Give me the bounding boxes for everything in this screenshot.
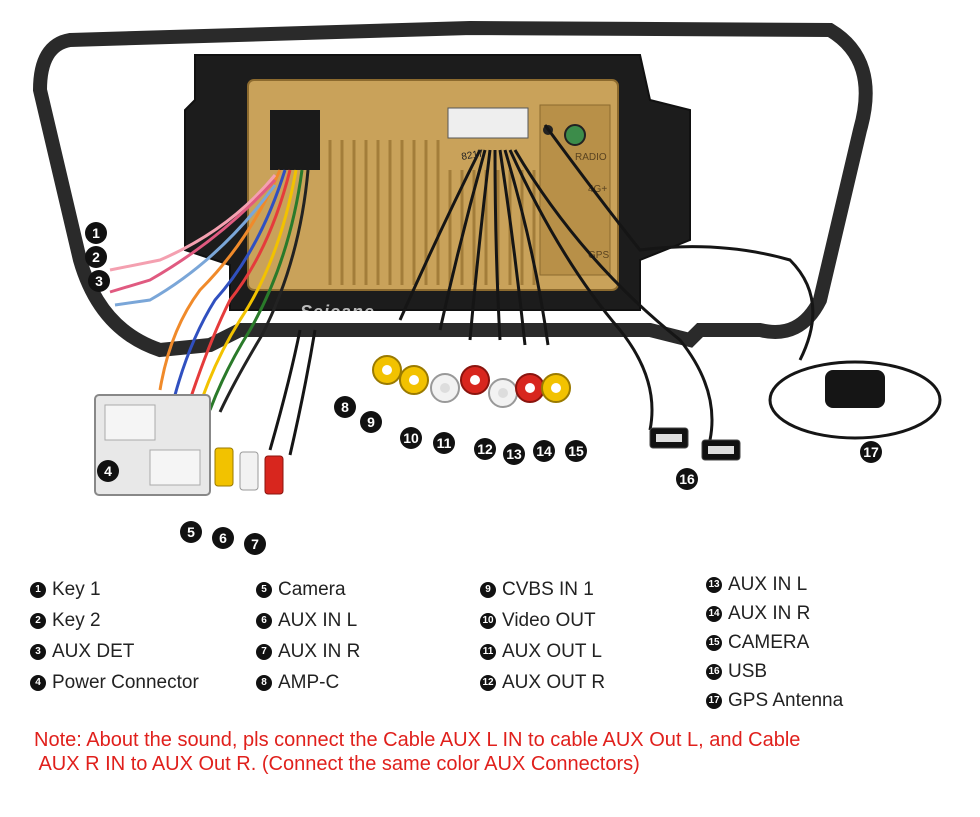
marker-4: 4 bbox=[97, 460, 119, 482]
legend-number: 6 bbox=[256, 612, 272, 629]
marker-14: 14 bbox=[533, 440, 555, 462]
legend-label: Key 1 bbox=[52, 578, 101, 600]
legend-column-3: 9 CVBS IN 1 10 Video OUT 11 AUX OUT L 12 AUX… bbox=[480, 574, 605, 698]
marker-9: 9 bbox=[360, 411, 382, 433]
legend-number: 12 bbox=[480, 674, 496, 691]
marker-8: 8 bbox=[334, 396, 356, 418]
legend-label: Key 2 bbox=[52, 609, 101, 631]
note-line-2: AUX R IN to AUX Out R. (Connect the same… bbox=[34, 753, 640, 775]
legend-label: CVBS IN 1 bbox=[502, 578, 594, 600]
note-line-1: Note: About the sound, pls connect the C… bbox=[34, 729, 801, 751]
legend-label: AUX IN L bbox=[278, 609, 358, 631]
rca-plugs-left bbox=[214, 447, 284, 495]
legend-number: 5 bbox=[256, 581, 272, 598]
legend-label: Video OUT bbox=[502, 609, 596, 631]
legend-item: 4 Power Connector bbox=[30, 667, 199, 698]
legend-item: 13 AUX IN L bbox=[706, 570, 843, 599]
marker-17: 17 bbox=[860, 441, 882, 463]
legend-label: Power Connector bbox=[52, 671, 199, 693]
marker-1: 1 bbox=[85, 222, 107, 244]
legend-item: 2 Key 2 bbox=[30, 605, 199, 636]
legend-label: USB bbox=[728, 660, 768, 682]
legend-number: 3 bbox=[30, 643, 46, 660]
cable-tag-label: 8217 bbox=[461, 148, 485, 163]
legend-item: 7 AUX IN R bbox=[256, 636, 360, 667]
legend-item: 16 USB bbox=[706, 657, 843, 686]
head-unit-rear-panel: RADIO 4G+ GPS bbox=[247, 79, 619, 291]
legend-item: 9 CVBS IN 1 bbox=[480, 574, 605, 605]
legend-label: AUX IN R bbox=[278, 640, 361, 662]
legend-number: 2 bbox=[30, 612, 46, 629]
legend-number: 10 bbox=[480, 612, 496, 629]
gps-port-label: GPS bbox=[588, 250, 609, 261]
4g-port-label: 4G+ bbox=[588, 184, 607, 195]
marker-13: 13 bbox=[503, 443, 525, 465]
legend-item: 17 GPS Antenna bbox=[706, 686, 843, 715]
legend-number: 11 bbox=[480, 643, 496, 660]
marker-16: 16 bbox=[676, 468, 698, 490]
legend-label: GPS Antenna bbox=[728, 689, 844, 711]
gps-antenna bbox=[768, 360, 942, 440]
legend-number: 4 bbox=[30, 674, 46, 691]
watermark-text: Seicane bbox=[300, 302, 376, 322]
legend-label: Camera bbox=[278, 578, 346, 600]
legend-column-4: 13 AUX IN L 14 AUX IN R 15 CAMERA 16 USB 17 G… bbox=[706, 570, 843, 715]
center-cable-bundle bbox=[268, 124, 815, 456]
legend-item: 10 Video OUT bbox=[480, 605, 605, 636]
marker-10: 10 bbox=[400, 427, 422, 449]
legend-column-1: 1 Key 1 2 Key 2 3 AUX DET 4 Power Connector bbox=[30, 574, 199, 698]
marker-12: 12 bbox=[474, 438, 496, 460]
legend-item: 6 AUX IN L bbox=[256, 605, 360, 636]
legend-number: 7 bbox=[256, 643, 272, 660]
marker-5: 5 bbox=[180, 521, 202, 543]
marker-11: 11 bbox=[433, 432, 455, 454]
marker-3: 3 bbox=[88, 270, 110, 292]
legend-item: 1 Key 1 bbox=[30, 574, 199, 605]
legend-item: 8 AMP-C bbox=[256, 667, 360, 698]
marker-2: 2 bbox=[85, 246, 107, 268]
legend-number: 13 bbox=[706, 576, 722, 593]
legend-number: 8 bbox=[256, 674, 272, 691]
installation-note: Note: About the sound, pls connect the C… bbox=[34, 728, 934, 776]
legend-label: AUX DET bbox=[52, 640, 135, 662]
usb-connectors bbox=[649, 427, 741, 461]
legend-number: 16 bbox=[706, 663, 722, 680]
legend-label: CAMERA bbox=[728, 631, 810, 653]
wiring-diagram-photo: RADIO 4G+ GPS bbox=[32, 20, 942, 496]
marker-15: 15 bbox=[565, 440, 587, 462]
legend-number: 14 bbox=[706, 605, 722, 622]
legend-item: 3 AUX DET bbox=[30, 636, 199, 667]
legend-number: 1 bbox=[30, 581, 46, 598]
legend-label: AUX IN R bbox=[728, 602, 811, 624]
legend-item: 11 AUX OUT L bbox=[480, 636, 605, 667]
legend-column-2: 5 Camera 6 AUX IN L 7 AUX IN R 8 AMP-C bbox=[256, 574, 360, 698]
legend-item: 15 CAMERA bbox=[706, 628, 843, 657]
marker-6: 6 bbox=[212, 527, 234, 549]
legend-number: 17 bbox=[706, 692, 722, 709]
wire-harness bbox=[109, 169, 310, 413]
legend-label: AUX OUT L bbox=[502, 640, 602, 662]
legend-label: AUX OUT R bbox=[502, 671, 606, 693]
legend-label: AUX IN L bbox=[728, 573, 808, 595]
legend-item: 5 Camera bbox=[256, 574, 360, 605]
legend-item: 14 AUX IN R bbox=[706, 599, 843, 628]
legend-label: AMP-C bbox=[278, 671, 340, 693]
rca-plugs-center bbox=[372, 355, 571, 408]
radio-port-label: RADIO bbox=[575, 152, 607, 163]
legend-item: 12 AUX OUT R bbox=[480, 667, 605, 698]
power-connector bbox=[94, 394, 211, 496]
legend-number: 15 bbox=[706, 634, 722, 651]
marker-7: 7 bbox=[244, 533, 266, 555]
legend-number: 9 bbox=[480, 581, 496, 598]
